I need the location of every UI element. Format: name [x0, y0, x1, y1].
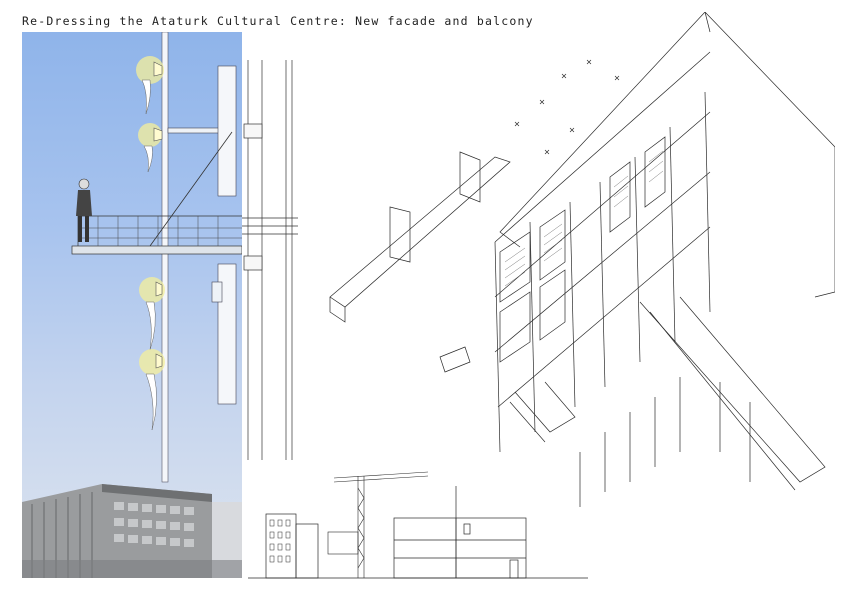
wall-lamp-icon	[139, 277, 165, 351]
wall-lamp-icon	[136, 56, 164, 115]
wall-lamp-icon	[139, 349, 165, 431]
building-photo-icon	[22, 484, 242, 578]
crane-icon	[327, 471, 429, 578]
street-elevation-drawing	[248, 471, 588, 579]
wall-section-drawing	[242, 60, 298, 460]
isometric-facade-drawing	[329, 12, 835, 507]
vertical-column	[161, 32, 169, 483]
wall-lamp-icon	[138, 123, 163, 173]
page-title: Re-Dressing the Ataturk Cultural Centre:…	[22, 14, 534, 28]
facade-section-drawing	[22, 32, 242, 578]
balcony-deck	[71, 245, 242, 255]
facade-collage-panel	[22, 32, 242, 578]
person-figure-icon	[76, 178, 92, 242]
